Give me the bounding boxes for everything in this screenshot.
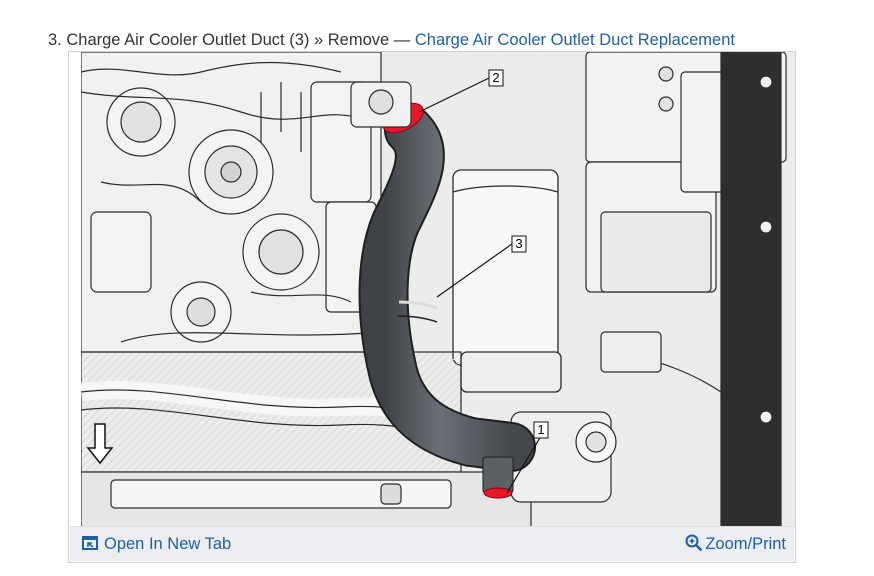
- fuse-box: [452, 169, 562, 393]
- turbo-outlet: [350, 81, 412, 128]
- open-new-tab-label: Open In New Tab: [104, 535, 232, 553]
- callout-3-label: 3: [515, 236, 522, 251]
- callout-2: 2: [488, 69, 504, 87]
- step-component: Charge Air Cooler Outlet Duct (3): [66, 31, 310, 49]
- procedure-link[interactable]: Charge Air Cooler Outlet Duct Replacemen…: [414, 31, 735, 49]
- step-action: Remove: [327, 31, 390, 49]
- zoom-icon: [685, 534, 703, 551]
- open-new-tab-icon: [82, 535, 98, 550]
- engine-illustration[interactable]: 2 3 1: [81, 52, 795, 528]
- engine-bay-background: [81, 52, 382, 353]
- step-number: 3.: [48, 31, 62, 49]
- step-dash: —: [393, 31, 411, 49]
- callout-leaders: [418, 77, 542, 494]
- zoom-print-link[interactable]: Zoom/Print: [685, 527, 786, 561]
- down-arrow-icon: [86, 423, 114, 465]
- callout-3: 3: [511, 235, 527, 253]
- zoom-print-label: Zoom/Print: [705, 535, 786, 553]
- callout-1: 1: [533, 421, 549, 439]
- open-new-tab-link[interactable]: Open In New Tab: [82, 527, 231, 561]
- charge-air-cooler-outlet-duct: [358, 105, 536, 494]
- battery-area: [585, 52, 787, 528]
- figure-container: 2 3 1 Open In New Tab Zo: [68, 51, 796, 563]
- figure-footer: Open In New Tab Zoom/Print: [70, 526, 794, 561]
- callout-1-label: 1: [537, 422, 544, 437]
- callout-2-label: 2: [492, 70, 499, 85]
- step-separator: »: [313, 31, 324, 49]
- step-instruction: 3. Charge Air Cooler Outlet Duct (3) » R…: [48, 29, 735, 51]
